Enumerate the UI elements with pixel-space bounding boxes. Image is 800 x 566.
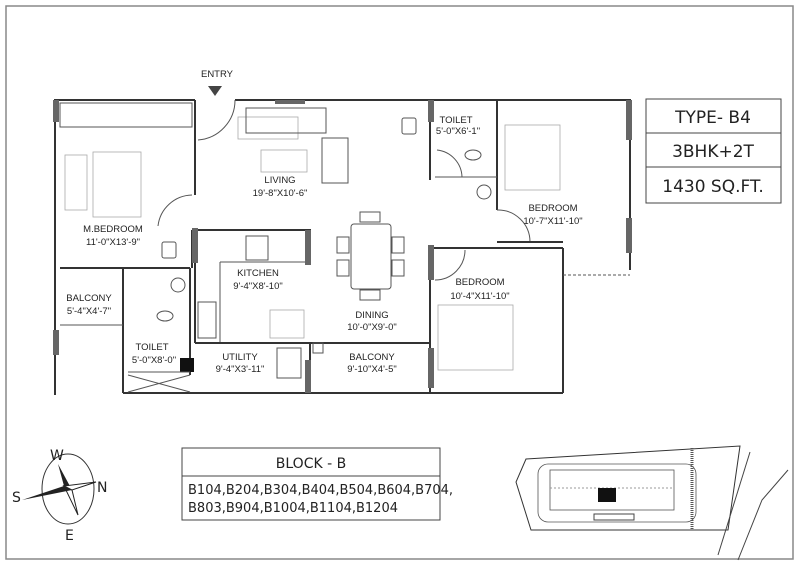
utility-size: 9'-4"X3'-11" [216, 364, 265, 375]
bedroom-top-label: BEDROOM [528, 203, 577, 214]
master-bedroom-size: 11'-0"X13'-9" [86, 237, 140, 248]
block-units-line1: B104,B204,B304,B404,B504,B604,B704, [188, 483, 453, 498]
toilet-left-label: TOILET [135, 342, 168, 353]
block-table: BLOCK - B B104,B204,B304,B404,B504,B604,… [181, 447, 453, 521]
sheet-border [5, 5, 794, 560]
kitchen-size: 9'-4"X8'-10" [233, 281, 282, 292]
balcony-bottom-label: BALCONY [349, 352, 395, 363]
compass-e: E [65, 528, 74, 544]
dining-label: DINING [355, 310, 388, 321]
toilet-left-size: 5'-0"X8'-0" [132, 355, 176, 366]
unit-config: 3BHK+2T [672, 142, 754, 162]
floor-plan [53, 99, 632, 395]
compass-s: S [12, 490, 21, 506]
unit-type-table: TYPE- B4 3BHK+2T 1430 SQ.FT. [645, 98, 782, 204]
compass-w: W [50, 448, 64, 464]
bedroom-bottom-label: BEDROOM [455, 277, 504, 288]
compass-icon: W N S E [12, 448, 107, 544]
balcony-left-label: BALCONY [66, 293, 112, 304]
living-label: LIVING [264, 175, 295, 186]
bedroom-top-size: 10'-7"X11'-10" [523, 216, 582, 227]
compass-n: N [97, 480, 107, 496]
key-site-plan [515, 445, 789, 561]
unit-area: 1430 SQ.FT. [662, 177, 764, 197]
toilet-right-label: TOILET [439, 115, 472, 126]
block-title: BLOCK - B [276, 456, 346, 472]
dining-size: 10'-0"X9'-0" [347, 322, 396, 333]
block-units-line2: B803,B904,B1004,B1104,B1204 [188, 501, 398, 516]
toilet-right-size: 5'-0"X6'-1" [436, 126, 480, 137]
master-bedroom-label: M.BEDROOM [83, 224, 143, 235]
balcony-left-size: 5'-4"X4'-7" [67, 306, 111, 317]
unit-type: TYPE- B4 [674, 108, 751, 128]
balcony-bottom-size: 9'-10"X4'-5" [347, 364, 396, 375]
utility-label: UTILITY [222, 352, 258, 363]
kitchen-label: KITCHEN [237, 268, 279, 279]
bedroom-bottom-size: 10'-4"X11'-10" [450, 291, 509, 302]
entry-label: ENTRY [201, 69, 234, 80]
entry-arrow-icon [208, 86, 222, 96]
living-size: 19'-8"X10'-6" [253, 188, 308, 199]
